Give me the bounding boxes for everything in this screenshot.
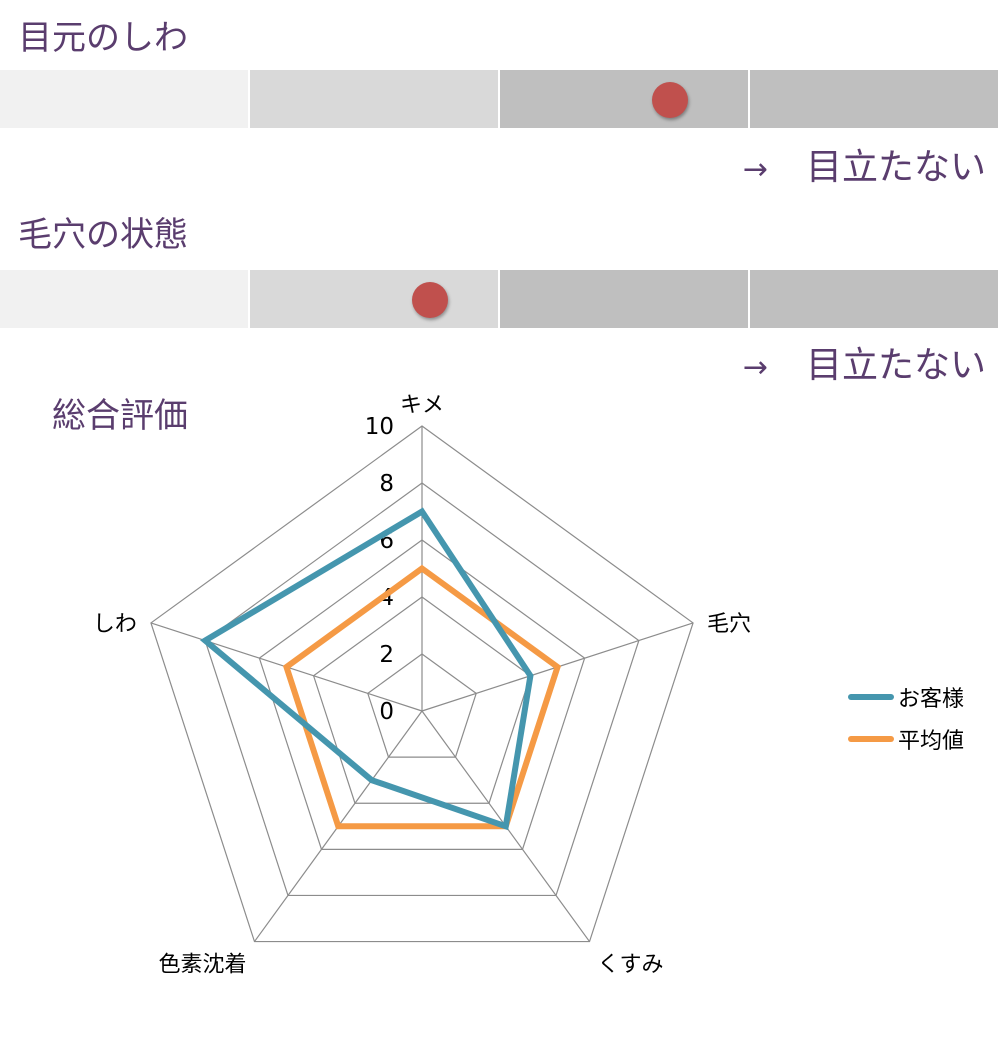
scale-segment	[500, 70, 750, 128]
wrinkle-level-marker	[652, 82, 688, 118]
axis-label: 毛穴	[707, 612, 751, 637]
wrinkle-scale	[0, 70, 1000, 128]
scale-segment	[500, 270, 750, 328]
pore-caption: → 目立たない	[743, 336, 986, 388]
axis-label: 色素沈着	[158, 953, 246, 978]
legend-label-average: 平均値	[898, 729, 965, 754]
scale-segment	[750, 70, 1000, 128]
chart-title: 総合評価	[52, 396, 188, 436]
scale-segment	[0, 270, 250, 328]
series-line-customer	[199, 507, 534, 831]
tick-label: 10	[365, 414, 394, 440]
tick-label: 2	[379, 642, 394, 668]
axis-label: しわ	[93, 612, 137, 637]
wrinkle-caption: → 目立たない	[743, 138, 986, 190]
tick-label: 8	[379, 471, 394, 497]
legend-item-customer: お客様	[848, 676, 964, 718]
grid-ring	[150, 425, 694, 943]
tick-label: 0	[379, 699, 394, 725]
grid-ring	[204, 482, 640, 897]
pore-level-marker	[412, 282, 448, 318]
scale-segment	[250, 270, 500, 328]
legend-item-average: 平均値	[848, 718, 964, 760]
chart-legend: お客様 平均値	[848, 676, 964, 760]
legend-label-customer: お客様	[898, 687, 965, 712]
grid-ring	[367, 653, 477, 758]
scale-segment	[0, 70, 250, 128]
scale-segment	[750, 270, 1000, 328]
right-arrow-icon: →	[742, 152, 768, 187]
scale-segment	[250, 70, 500, 128]
grid-ring	[312, 596, 532, 804]
wrinkle-caption-text: 目立たない	[805, 147, 986, 188]
section-title-wrinkles: 目元のしわ	[18, 18, 188, 58]
axis-label: キメ	[400, 393, 444, 418]
pore-scale	[0, 270, 1000, 328]
axis-label: くすみ	[598, 953, 664, 978]
legend-swatch-customer	[848, 694, 894, 700]
right-arrow-icon: →	[742, 350, 768, 385]
series-line-average	[282, 564, 562, 830]
pore-caption-text: 目立たない	[805, 345, 986, 386]
section-title-pores: 毛穴の状態	[18, 215, 188, 255]
legend-swatch-average	[848, 736, 894, 742]
grid-ring	[258, 539, 586, 850]
